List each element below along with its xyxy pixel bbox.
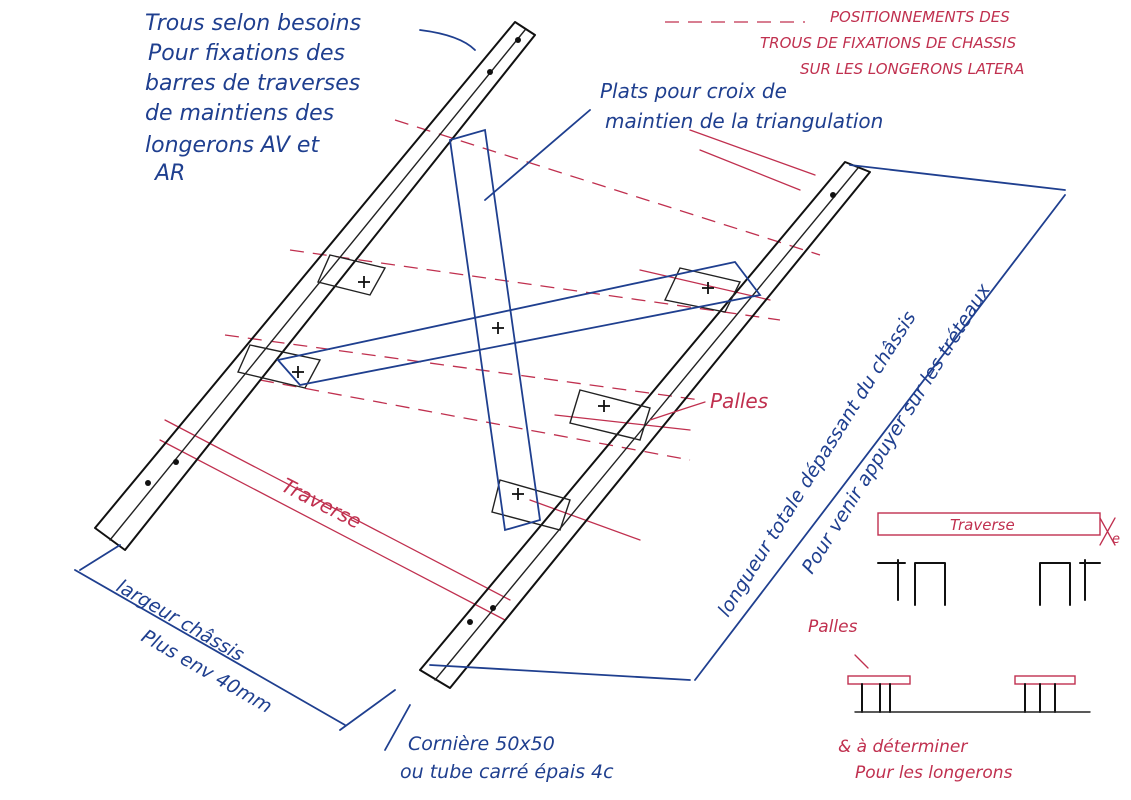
left-longeron [94, 21, 536, 551]
annotation-arrows [74, 29, 1066, 751]
angle-line-1: Cornière 50x50 [408, 733, 555, 755]
holes-note-line-2: Pour fixations des [148, 41, 345, 66]
holes-note: Trous selon besoins Pour fixations des b… [145, 11, 361, 186]
detail-determine-line-2: Pour les longerons [855, 763, 1013, 783]
detail-palles-section [847, 654, 1091, 713]
legend-line-3: SUR LES LONGERONS LATERA [800, 60, 1024, 78]
detail-e-label: e [1112, 532, 1120, 547]
holes-note-line-6: AR [153, 161, 185, 186]
holes-note-line-3: barres de traverses [145, 71, 360, 96]
detail-determine-note: & à déterminer Pour les longerons [838, 737, 1013, 783]
detail-traverse-label: Traverse [950, 516, 1015, 534]
traverse-plates [237, 254, 742, 531]
angle-line-2: ou tube carré épais 4c [400, 761, 614, 783]
bolt-marks [292, 276, 714, 500]
angle-iron-note: Cornière 50x50 ou tube carré épais 4c [400, 733, 614, 783]
detail-palles-label: Palles [808, 617, 858, 637]
plates-note-line-2: maintien de la triangulation [605, 109, 883, 133]
right-longeron [419, 161, 871, 689]
holes-note-line-5: longerons AV et [145, 133, 320, 158]
hole-position-lines [159, 119, 821, 621]
plates-note-line-1: Plats pour croix de [600, 79, 787, 103]
plates-note: Plats pour croix de maintien de la trian… [600, 79, 883, 133]
legend-line-1: POSITIONNEMENTS DES [830, 8, 1010, 26]
detail-traverse-section [877, 512, 1116, 606]
holes-note-line-4: de maintiens des [145, 101, 334, 126]
legend-line-2: TROUS DE FIXATIONS DE CHASSIS [760, 34, 1017, 52]
total-length-note: longueur totale dépassant du châssis Pou… [714, 279, 996, 620]
cross-bracing-flats [276, 128, 762, 532]
positioning-legend: POSITIONNEMENTS DES TROUS DE FIXATIONS D… [665, 8, 1024, 78]
width-note: largeur châssis Plus env 40mm [113, 575, 276, 718]
holes-note-line-1: Trous selon besoins [145, 11, 361, 36]
palles-label: Palles [710, 389, 768, 413]
palles-leader [649, 401, 706, 421]
detail-determine-line-1: & à déterminer [838, 737, 968, 757]
